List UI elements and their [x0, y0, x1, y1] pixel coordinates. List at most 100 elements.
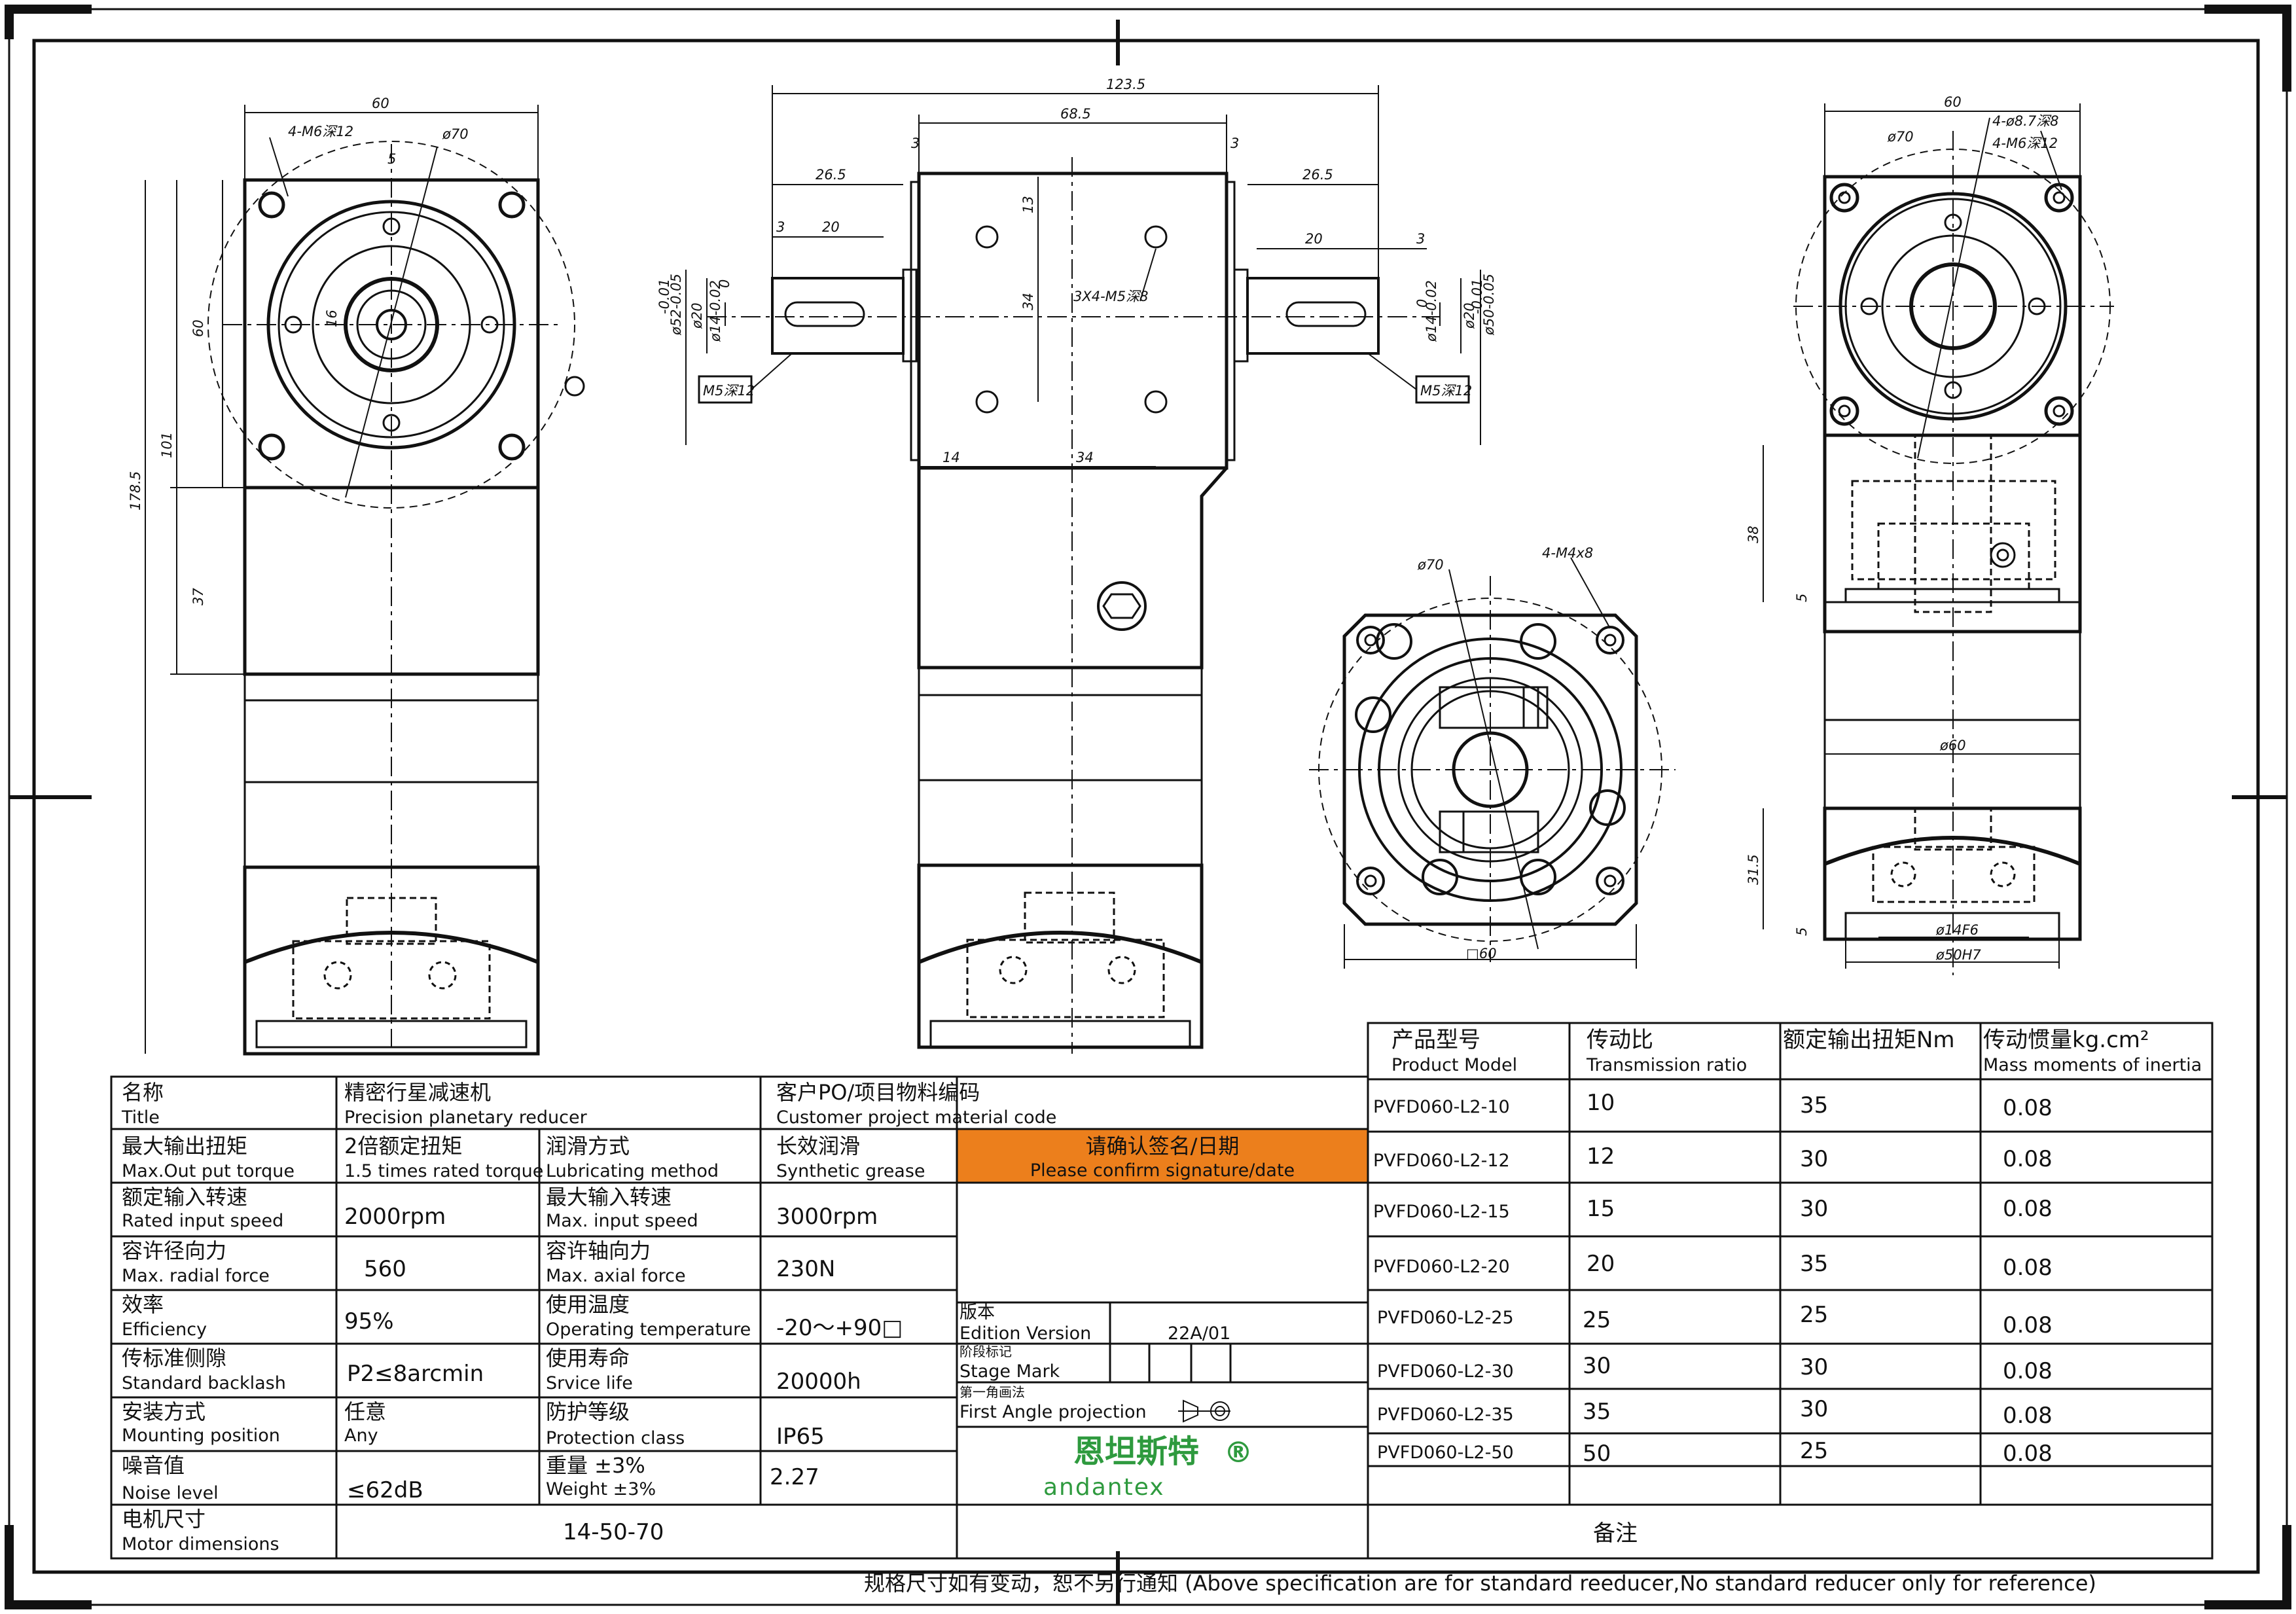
mt-r0-model: PVFD060-L2-10 [1373, 1097, 1510, 1117]
spec-r3-c3-cn: 容许轴向力 [546, 1238, 651, 1263]
spec-r1-c4-en: Synthetic grease [776, 1161, 925, 1181]
spec-r7-c3-en: Weight ±3% [546, 1479, 656, 1499]
sheet-frame [5, 5, 2291, 1609]
spec-r2-c4: 3000rpm [776, 1204, 878, 1230]
stage-en: Stage Mark [960, 1361, 1060, 1382]
dim-mid-dia14-tol: 0 [717, 279, 732, 288]
edition-val: 22A/01 [1168, 1323, 1230, 1344]
spec-r3-c1-en: Max. radial force [122, 1266, 270, 1286]
spec-r8-c1-en: Motor dimensions [122, 1534, 279, 1554]
mt-r5-torque: 30 [1800, 1354, 1828, 1380]
bottom-view [1309, 557, 1676, 969]
spec-r6-c1-en: Mounting position [122, 1426, 280, 1446]
mt-h2-cn: 额定输出扭矩Nm [1783, 1027, 1955, 1053]
spec-r3-c1-cn: 容许径向力 [122, 1238, 226, 1263]
mt-r3-inertia: 0.08 [2003, 1255, 2053, 1281]
mt-r0-torque: 35 [1800, 1092, 1828, 1119]
dim-mid-dia50-tol: -0.01 [1469, 279, 1485, 314]
spec-r7-c1-en: Noise level [122, 1483, 219, 1503]
dim-mid-v13: 13 [1020, 196, 1036, 213]
mt-r4-inertia: 0.08 [2003, 1312, 2053, 1338]
mt-r0-inertia: 0.08 [2003, 1095, 2053, 1121]
mt-r7-ratio: 50 [1583, 1441, 1611, 1467]
dim-left-width: 60 [372, 96, 389, 111]
spec-r4-c3-en: Operating temperature [546, 1319, 751, 1340]
mt-h3-en: Mass moments of inertia [1983, 1055, 2202, 1075]
dim-mid-shaft-l: 26.5 [816, 167, 846, 183]
dim-mid-h14: 14 [942, 450, 960, 465]
dim-mid-dia20: ø20 [689, 302, 705, 329]
dim-mid-dia52: ø52-0.05 [668, 274, 684, 336]
mt-r0-ratio: 10 [1587, 1090, 1615, 1116]
dim-mid-dia50: ø50-0.05 [1481, 274, 1497, 336]
mt-r3-torque: 35 [1800, 1251, 1828, 1277]
mt-r4-model: PVFD060-L2-25 [1377, 1308, 1514, 1328]
spec-r0-c2: 精密行星减速机 [344, 1080, 491, 1105]
mt-r4-torque: 25 [1800, 1302, 1828, 1328]
mt-r5-ratio: 30 [1583, 1353, 1611, 1379]
dim-bottom-m4: 4-M4x8 [1542, 545, 1593, 561]
mt-r2-model: PVFD060-L2-15 [1373, 1202, 1510, 1222]
dim-mid-holes: 3X4-M5深8 [1073, 289, 1149, 304]
spec-r3-c4: 230N [776, 1256, 835, 1282]
dim-right-h38: 38 [1746, 526, 1761, 543]
spec-r4-c1-cn: 效率 [122, 1292, 164, 1317]
dim-left-height-low: 37 [190, 588, 206, 605]
mt-r2-inertia: 0.08 [2003, 1196, 2053, 1222]
mt-r6-ratio: 35 [1583, 1399, 1611, 1425]
spec-r1-c2-en: 1.5 times rated torque [344, 1161, 543, 1181]
spec-r1-c1-cn: 最大输出扭矩 [122, 1134, 247, 1158]
dim-mid-overall: 123.5 [1106, 77, 1145, 92]
dim-right-h315: 31.5 [1746, 854, 1761, 885]
mt-r6-inertia: 0.08 [2003, 1403, 2053, 1429]
mt-h0-cn: 产品型号 [1391, 1027, 1480, 1053]
middle-view [685, 85, 1481, 1054]
mt-r1-ratio: 12 [1587, 1143, 1615, 1170]
mt-r4-ratio: 25 [1583, 1307, 1611, 1333]
dim-right-d60: ø60 [1939, 738, 1966, 753]
spec-r2-c2: 2000rpm [344, 1204, 446, 1230]
dim-left-height-mid: 101 [159, 432, 175, 458]
spec-r5-c3-en: Srvice life [546, 1373, 633, 1393]
mt-r6-torque: 30 [1800, 1396, 1828, 1422]
dim-left-key: 5 [387, 151, 396, 167]
spec-r3-c2: 560 [364, 1256, 406, 1282]
spec-table-text: 名称 Title 精密行星减速机 Precision planetary red… [121, 1080, 1295, 1554]
spec-r0-c2-en: Precision planetary reducer [344, 1107, 588, 1128]
dim-mid-gap-r: 3 [1230, 135, 1239, 151]
bottom-view-labels: ø70 4-M4x8 □60 [1417, 545, 1593, 961]
spec-r5-c2: P2≤8arcmin [347, 1361, 484, 1387]
dim-mid-key-l2: 20 [822, 219, 840, 235]
dim-mid-m5-r: M5深12 [1420, 383, 1472, 399]
dim-mid-key-r1: 20 [1305, 231, 1323, 247]
dim-mid-m5-l: M5深12 [703, 383, 755, 399]
mt-r3-ratio: 20 [1587, 1251, 1615, 1277]
mt-r7-inertia: 0.08 [2003, 1441, 2053, 1467]
dim-mid-gap-l: 3 [911, 135, 920, 151]
spec-r6-c3-cn: 防护等级 [546, 1399, 630, 1424]
spec-r7-c1-cn: 噪音值 [122, 1453, 185, 1478]
model-table-text: 产品型号 Product Model 传动比 Transmission rati… [1373, 1027, 2202, 1547]
dim-mid-dia20r: ø20 [1462, 302, 1477, 329]
model-table [1367, 1022, 2214, 1560]
spec-r4-c4: -20〜+90□ [776, 1315, 903, 1341]
spec-r5-c1-cn: 传标准侧隙 [122, 1346, 226, 1371]
spec-r5-c1-en: Standard backlash [122, 1373, 286, 1393]
spec-r6-c4: IP65 [776, 1424, 825, 1450]
spec-r0-c3-cn: 客户PO/项目物料编码 [776, 1080, 980, 1105]
mt-r2-torque: 30 [1800, 1196, 1828, 1222]
confirm-signature-cell [956, 1128, 1369, 1184]
spec-r6-c1-cn: 安装方式 [122, 1399, 206, 1424]
spec-r6-c3-en: Protection class [546, 1428, 685, 1448]
spec-r7-c3-cn: 重量 ±3% [546, 1453, 645, 1478]
dim-right-width: 60 [1944, 94, 1962, 110]
dim-left-height-flange: 60 [190, 319, 206, 337]
confirm-cn: 请确认签名/日期 [1086, 1134, 1240, 1158]
spec-r4-c2: 95% [344, 1308, 394, 1335]
dim-mid-shaft-r: 26.5 [1302, 167, 1333, 183]
left-view-labels: 60 4-M6深12 ø70 5 16 60 101 178.5 37 [128, 96, 469, 605]
mt-r5-model: PVFD060-L2-30 [1377, 1361, 1514, 1382]
mt-h1-en: Transmission ratio [1586, 1055, 1747, 1075]
dim-left-bolt: 4-M6深12 [288, 124, 353, 139]
footer-note: 规格尺寸如有变动，恕不另行通知 (Above specification are… [864, 1571, 2096, 1596]
